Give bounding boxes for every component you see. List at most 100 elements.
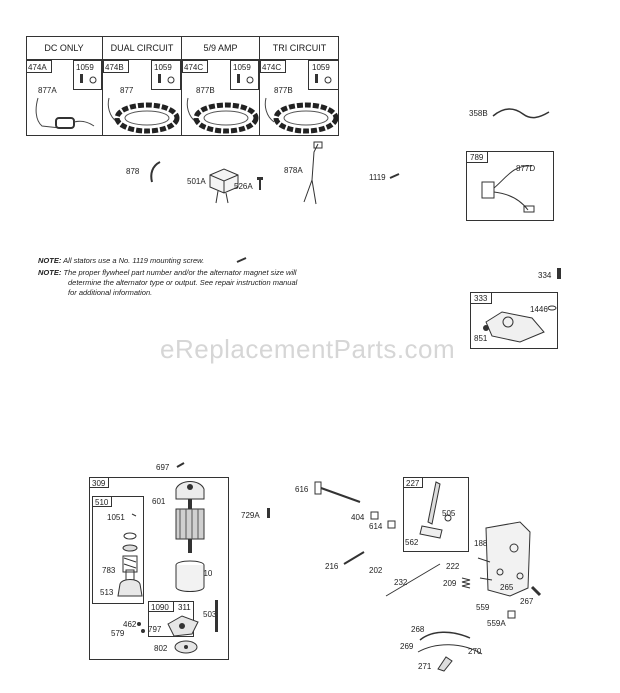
nut-559a-icon: [507, 610, 516, 619]
part-label-505[interactable]: 505: [442, 509, 456, 518]
stator-tri-circuit-icon: [264, 97, 339, 134]
screw-label-1059-2[interactable]: 1059: [154, 63, 172, 72]
part-label-271[interactable]: 271: [418, 662, 432, 671]
spring-209-icon: [461, 577, 471, 589]
part-box-474a: [26, 60, 52, 73]
screw-label-1059-4[interactable]: 1059: [312, 63, 330, 72]
part-box-227-tag: [403, 477, 423, 488]
part-label-202[interactable]: 202: [369, 566, 383, 575]
part-label-614[interactable]: 614: [369, 522, 383, 531]
column-header-dc-only: DC ONLY: [44, 43, 84, 53]
part-label-503[interactable]: 503: [203, 610, 217, 619]
part-label-188[interactable]: 188: [474, 539, 488, 548]
part-label-358b[interactable]: 358B: [469, 109, 488, 118]
part-label-559a[interactable]: 559A: [487, 619, 506, 628]
stator-dc-only-icon: [35, 97, 95, 129]
washer-icon: [137, 622, 145, 633]
part-box-474c-2: [260, 60, 286, 73]
wire-harness-878a-icon: [303, 141, 323, 205]
part-label-729a[interactable]: 729A: [241, 511, 260, 520]
part-label-783[interactable]: 783: [102, 566, 116, 575]
part-label-310[interactable]: 310: [199, 569, 213, 578]
part-box-309: [89, 477, 229, 660]
note-2-text-a: The proper flywheel part number and/or t…: [63, 268, 297, 277]
screw-note-icon: [236, 257, 247, 263]
screw-label-1059[interactable]: 1059: [76, 63, 94, 72]
lever-227-icon: [419, 481, 452, 539]
part-label-601[interactable]: 601: [152, 497, 166, 506]
screw-729a-icon: [267, 508, 270, 518]
screw-334-icon: [557, 268, 561, 279]
part-label-877b-2[interactable]: 877B: [274, 86, 293, 95]
part-box-309-tag: [89, 477, 109, 488]
screw-526a-icon: [257, 177, 263, 190]
connector-271-icon: [437, 656, 453, 672]
part-label-265[interactable]: 265: [500, 583, 514, 592]
part-label-462[interactable]: 462: [123, 620, 137, 629]
part-label-334[interactable]: 334: [538, 271, 552, 280]
part-label-1051[interactable]: 1051: [107, 513, 125, 522]
part-box-789: [466, 151, 554, 221]
part-box-474c: [182, 60, 208, 73]
part-label-404[interactable]: 404: [351, 513, 365, 522]
part-label-474c[interactable]: 474C: [184, 63, 204, 72]
part-label-1446[interactable]: 1446: [530, 305, 548, 314]
note-1-text: All stators use a No. 1119 mounting scre…: [63, 256, 205, 265]
part-label-1119[interactable]: 1119: [369, 173, 386, 182]
part-label-616[interactable]: 616: [295, 485, 309, 494]
wire-harness-877d-icon: [481, 165, 535, 213]
note-2-line-b: determine the alternator type or output.…: [68, 278, 298, 287]
screw-icon: [80, 74, 97, 84]
link-616-icon: [314, 481, 361, 503]
part-label-802[interactable]: 802: [154, 644, 168, 653]
part-label-268[interactable]: 268: [411, 625, 425, 634]
part-label-797[interactable]: 797: [148, 625, 162, 634]
part-box-474b: [103, 60, 129, 73]
part-label-209[interactable]: 209: [443, 579, 457, 588]
part-label-309[interactable]: 309: [92, 479, 106, 488]
note-1-label: NOTE:: [38, 256, 62, 265]
part-label-1090[interactable]: 1090: [151, 603, 169, 612]
part-label-878[interactable]: 878: [126, 167, 140, 176]
part-label-474a[interactable]: 474A: [28, 63, 47, 72]
part-label-697[interactable]: 697: [156, 463, 170, 472]
stator-5-9-amp-icon: [186, 97, 259, 134]
screw-box-1059-3: [230, 60, 259, 90]
part-label-311[interactable]: 311: [178, 603, 191, 612]
part-box-510: [92, 496, 144, 604]
part-label-222[interactable]: 222: [446, 562, 460, 571]
column-header-5-9-amp: 5/9 AMP: [203, 43, 238, 53]
bolt-503-icon: [215, 600, 218, 632]
part-box-789-tag: [466, 151, 488, 163]
wire-269-icon: [417, 644, 483, 655]
part-label-232[interactable]: 232: [394, 578, 408, 587]
part-label-559[interactable]: 559: [476, 603, 490, 612]
part-label-878a[interactable]: 878A: [284, 166, 303, 175]
part-label-851[interactable]: 851: [474, 334, 488, 343]
screw-box-1059: [73, 60, 102, 90]
part-label-474b[interactable]: 474B: [105, 63, 124, 72]
part-label-269[interactable]: 269: [400, 642, 414, 651]
part-label-579[interactable]: 579: [111, 629, 125, 638]
spring-232-icon: [385, 563, 441, 597]
part-label-216[interactable]: 216: [325, 562, 339, 571]
part-label-877b[interactable]: 877B: [196, 86, 215, 95]
note-2: NOTE: The proper flywheel part number an…: [38, 268, 296, 277]
part-label-270[interactable]: 270: [468, 647, 482, 656]
part-label-510[interactable]: 510: [95, 498, 109, 507]
part-label-501a[interactable]: 501A: [187, 177, 206, 186]
part-label-474c-2[interactable]: 474C: [262, 63, 282, 72]
part-label-877d[interactable]: 877D: [516, 164, 536, 173]
part-label-227[interactable]: 227: [406, 479, 420, 488]
stator-table-header-divider: [26, 59, 339, 60]
part-label-333[interactable]: 333: [474, 294, 488, 303]
part-label-877a[interactable]: 877A: [38, 86, 57, 95]
part-label-562[interactable]: 562: [405, 538, 419, 547]
part-label-267[interactable]: 267: [520, 597, 534, 606]
part-label-513[interactable]: 513: [100, 588, 114, 597]
part-label-789[interactable]: 789: [470, 153, 484, 162]
watermark: eReplacementParts.com: [160, 334, 456, 364]
part-label-526a[interactable]: 526A: [234, 182, 253, 191]
screw-label-1059-3[interactable]: 1059: [233, 63, 251, 72]
part-label-877[interactable]: 877: [120, 86, 134, 95]
